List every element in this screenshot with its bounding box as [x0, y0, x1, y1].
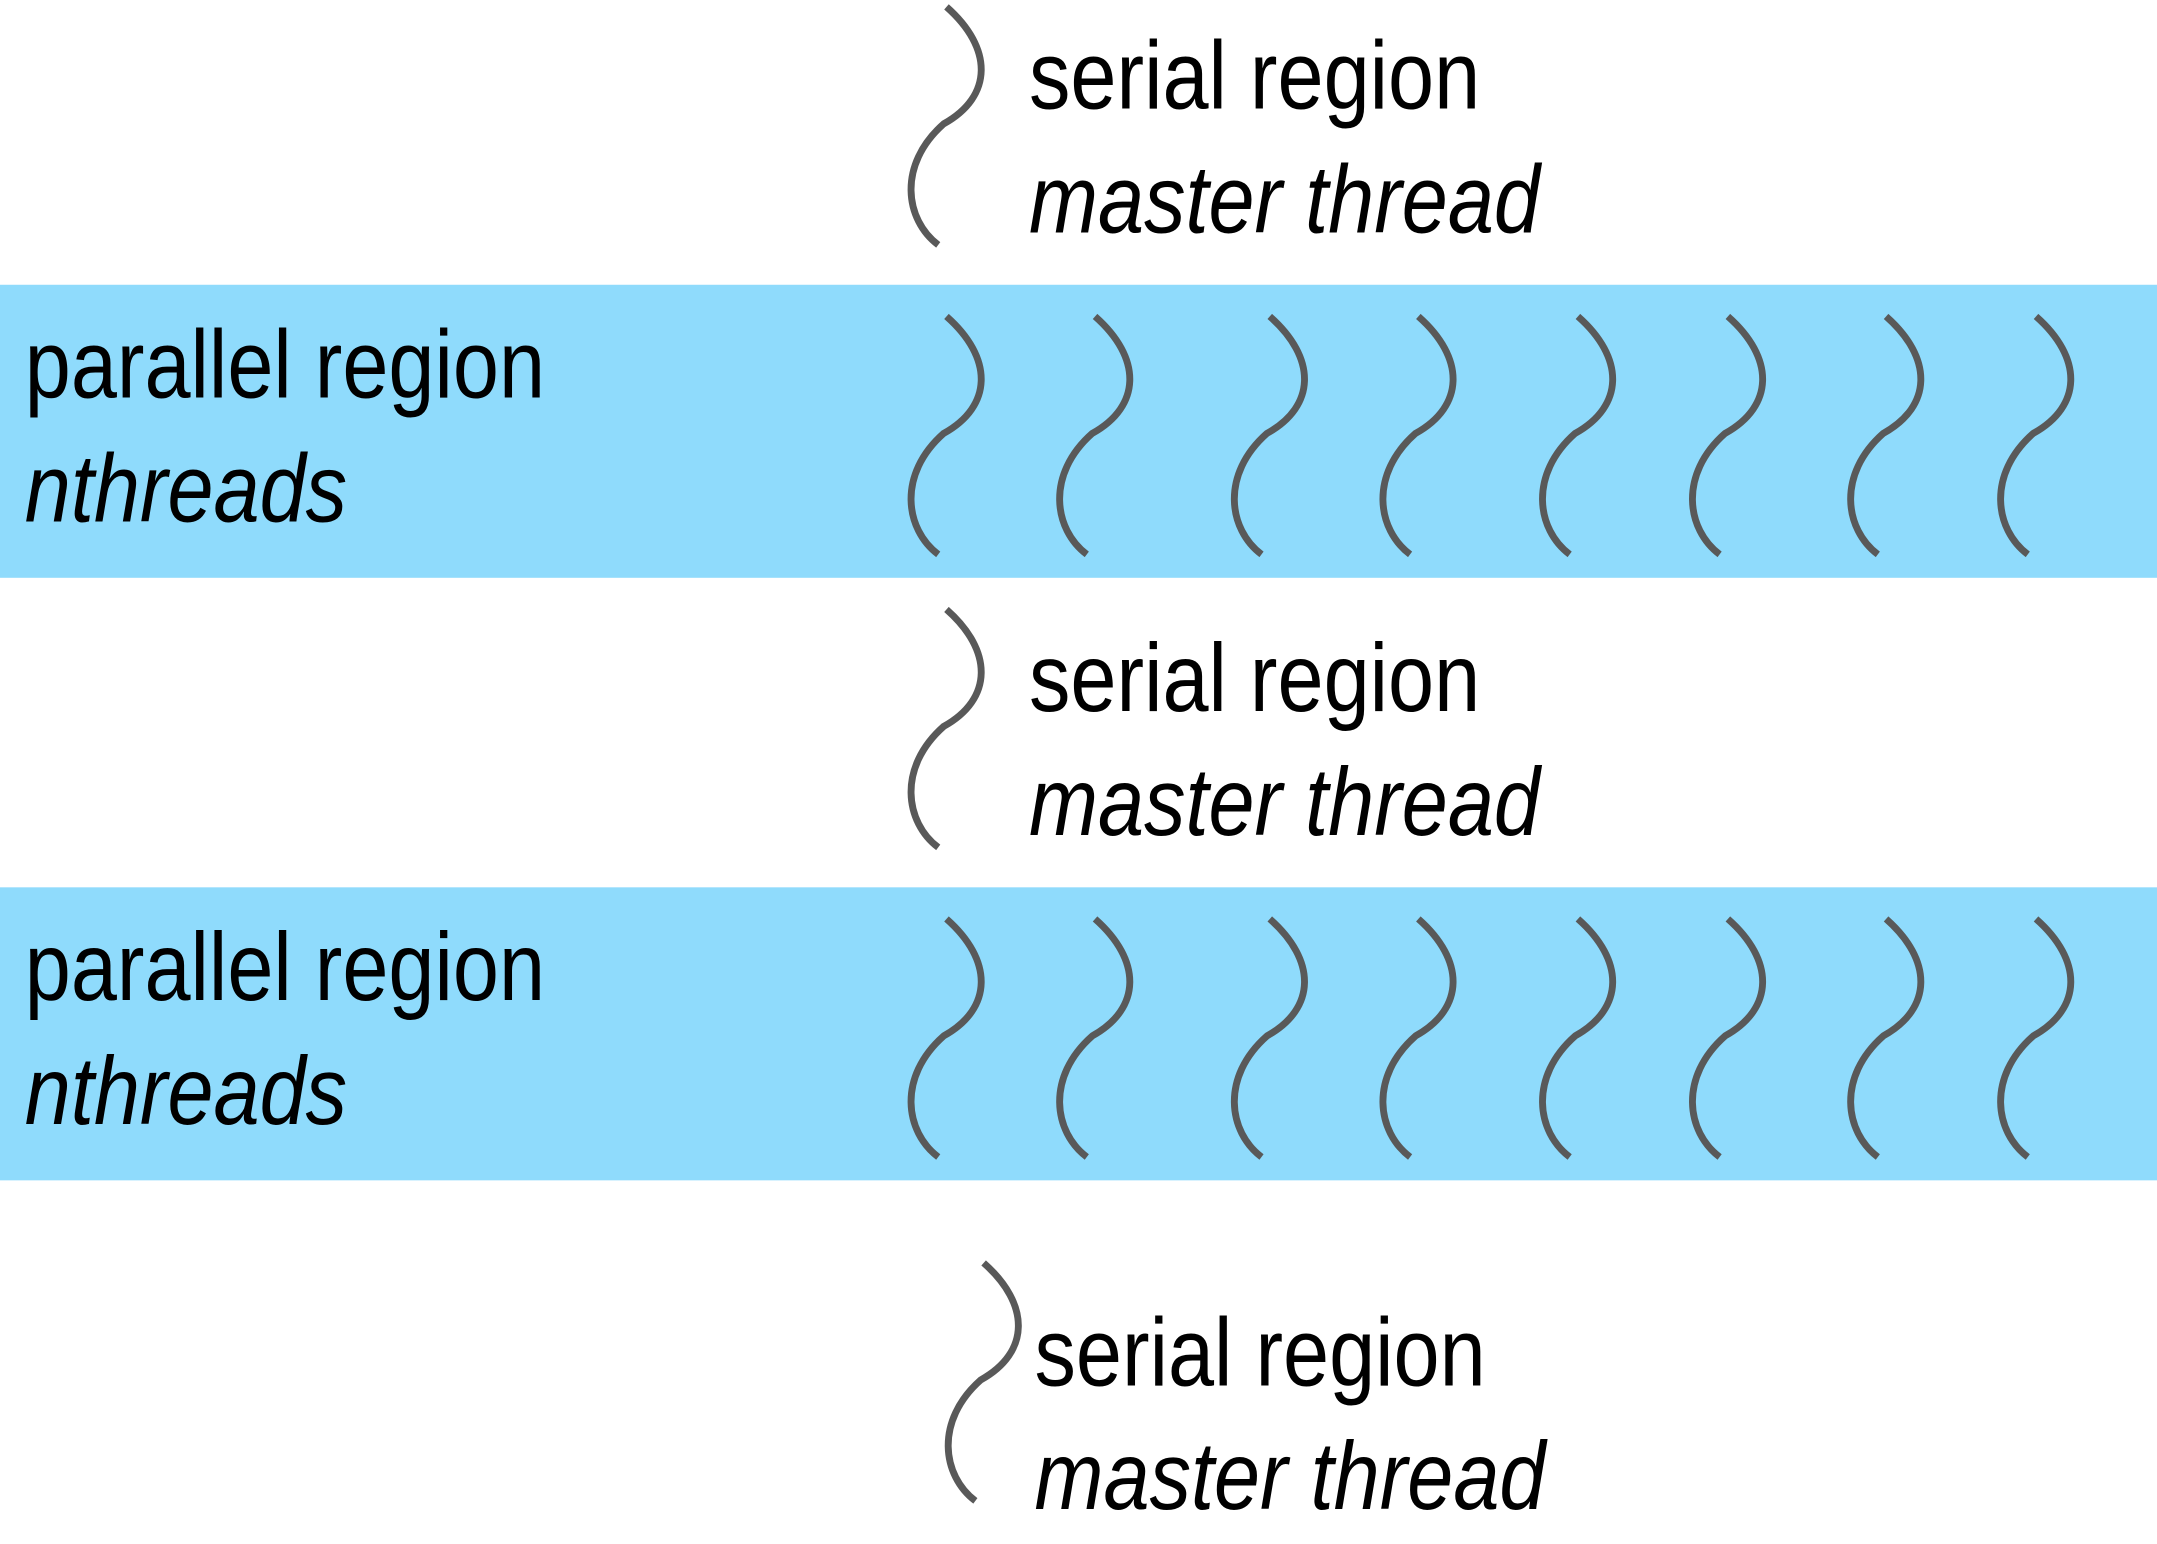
wavy-thread-icon: [1997, 313, 2075, 558]
wavy-thread-icon: [907, 606, 985, 851]
wavy-thread-icon: [907, 313, 985, 558]
wavy-thread-icon: [1539, 916, 1616, 1160]
wavy-thread-icon: [1689, 916, 1766, 1160]
wavy-thread-icon: [1997, 916, 2075, 1160]
parallel-region-label: parallel region: [24, 913, 546, 1021]
master-thread-label: master thread: [1034, 1422, 1546, 1530]
wavy-thread-icon: [1231, 313, 1308, 558]
nthreads-label: nthreads: [24, 1037, 348, 1145]
wavy-thread-icon: [1847, 313, 1925, 558]
wavy-thread-icon: [907, 4, 985, 248]
parallel-region-2: parallel region nthreads: [0, 887, 2157, 1181]
master-thread-label: master thread: [1029, 748, 1540, 856]
master-thread-label: master thread: [1029, 145, 1540, 254]
wavy-thread-icon: [944, 1260, 1022, 1504]
serial-region-label: serial region: [1029, 22, 1481, 130]
wavy-thread-icon: [1379, 313, 1457, 558]
wavy-thread-icon: [907, 916, 985, 1160]
wavy-thread-icon: [1847, 916, 1925, 1160]
wavy-thread-icon: [1056, 916, 1134, 1160]
wavy-thread-icon: [1379, 916, 1457, 1160]
serial-region-label: serial region: [1034, 1298, 1486, 1406]
parallel-region-label: parallel region: [24, 310, 546, 419]
wavy-thread-icon: [1689, 313, 1766, 558]
wavy-thread-icon: [1231, 916, 1308, 1160]
wavy-thread-icon: [1056, 313, 1134, 558]
serial-region-label: serial region: [1029, 624, 1481, 732]
wavy-thread-icon: [1539, 313, 1616, 558]
nthreads-label: nthreads: [24, 434, 348, 543]
parallel-region-1: parallel region nthreads: [0, 284, 2157, 578]
